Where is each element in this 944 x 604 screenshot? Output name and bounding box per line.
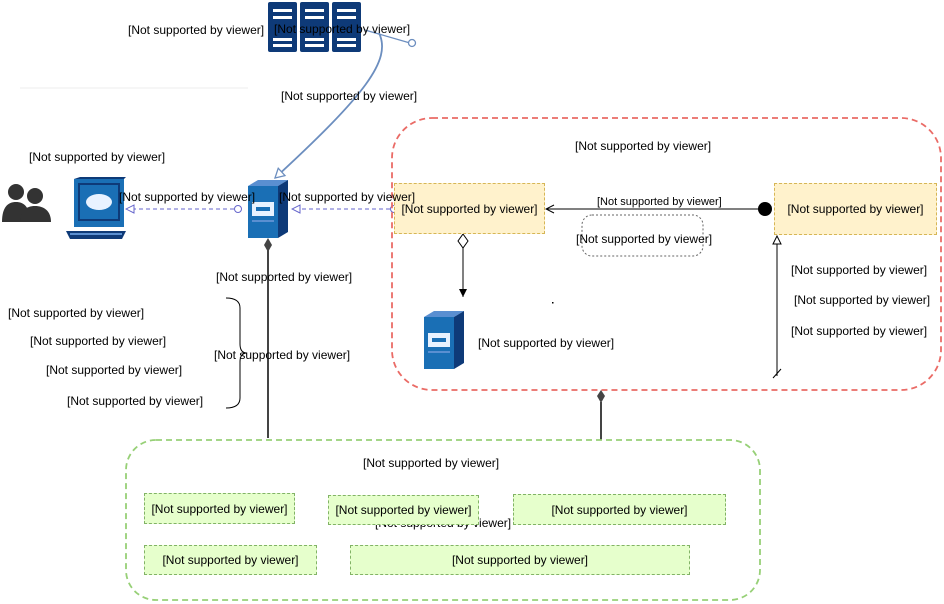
green-box-3-label: [Not supported by viewer]: [551, 502, 688, 517]
red-group-label: [Not supported by viewer]: [575, 139, 712, 153]
terminal-link-label: [Not supported by viewer]: [119, 190, 256, 204]
right-label-1: [Not supported by viewer]: [791, 263, 928, 277]
composition-diamond-group: [597, 390, 605, 403]
server-generalization-link: [275, 32, 383, 178]
users-icon: [2, 184, 51, 222]
component-box-right-label: [Not supported by viewer]: [787, 202, 924, 216]
server-stack-label: [Not supported by viewer]: [274, 22, 411, 36]
list-item-3: [Not supported by viewer]: [46, 363, 183, 377]
green-box-1-label: [Not supported by viewer]: [151, 501, 288, 516]
users-label: [Not supported by viewer]: [29, 150, 166, 164]
green-group-frame: [125, 439, 761, 601]
green-box-4: [Not supported by viewer]: [144, 545, 317, 575]
server-link-label: [Not supported by viewer]: [279, 190, 416, 204]
interface-circle-top: [407, 38, 417, 48]
start-circle: [758, 202, 772, 216]
green-group-label: [Not supported by viewer]: [363, 456, 500, 470]
server-interface-link: [364, 29, 411, 44]
green-box-2: [Not supported by viewer]: [328, 495, 479, 525]
stray-dot: [552, 302, 554, 304]
dotted-note-label: [Not supported by viewer]: [576, 232, 713, 246]
association-label: [Not supported by viewer]: [597, 196, 722, 208]
list-item-1: [Not supported by viewer]: [8, 306, 145, 320]
dotted-note-frame: [581, 214, 704, 257]
list-item-4: [Not supported by viewer]: [67, 394, 204, 408]
composition-diamond-server: [264, 238, 272, 252]
green-box-1: [Not supported by viewer]: [144, 493, 295, 524]
list-item-2: [Not supported by viewer]: [30, 334, 167, 348]
green-box-5-label: [Not supported by viewer]: [451, 553, 589, 567]
green-box-3: [Not supported by viewer]: [513, 494, 726, 525]
right-label-2: [Not supported by viewer]: [794, 293, 931, 307]
list-brace: [225, 297, 248, 409]
server-rack-icon: [268, 2, 361, 52]
green-box-5: [Not supported by viewer]: [350, 545, 690, 575]
component-box-left: [Not supported by viewer]: [394, 183, 545, 234]
terminal-icon: [66, 177, 126, 239]
interface-circle-terminal: [234, 205, 242, 213]
component-box-right: [Not supported by viewer]: [774, 183, 937, 235]
right-label-3: [Not supported by viewer]: [791, 324, 928, 338]
green-box-4-label: [Not supported by viewer]: [162, 553, 299, 567]
aggregation-diamond: [457, 233, 469, 249]
inner-server-icon: [424, 311, 464, 369]
brace-label: [Not supported by viewer]: [214, 348, 351, 362]
link-top-label: [Not supported by viewer]: [281, 89, 418, 103]
inner-server-label: [Not supported by viewer]: [478, 336, 615, 350]
server-icon: [248, 180, 288, 238]
component-box-left-label: [Not supported by viewer]: [401, 201, 538, 216]
top-left-label: [Not supported by viewer]: [128, 23, 265, 37]
green-box-2-label: [Not supported by viewer]: [335, 503, 472, 517]
right-link-tick: [772, 368, 782, 379]
under-server-label: [Not supported by viewer]: [216, 270, 353, 284]
red-group-frame: [391, 117, 942, 391]
